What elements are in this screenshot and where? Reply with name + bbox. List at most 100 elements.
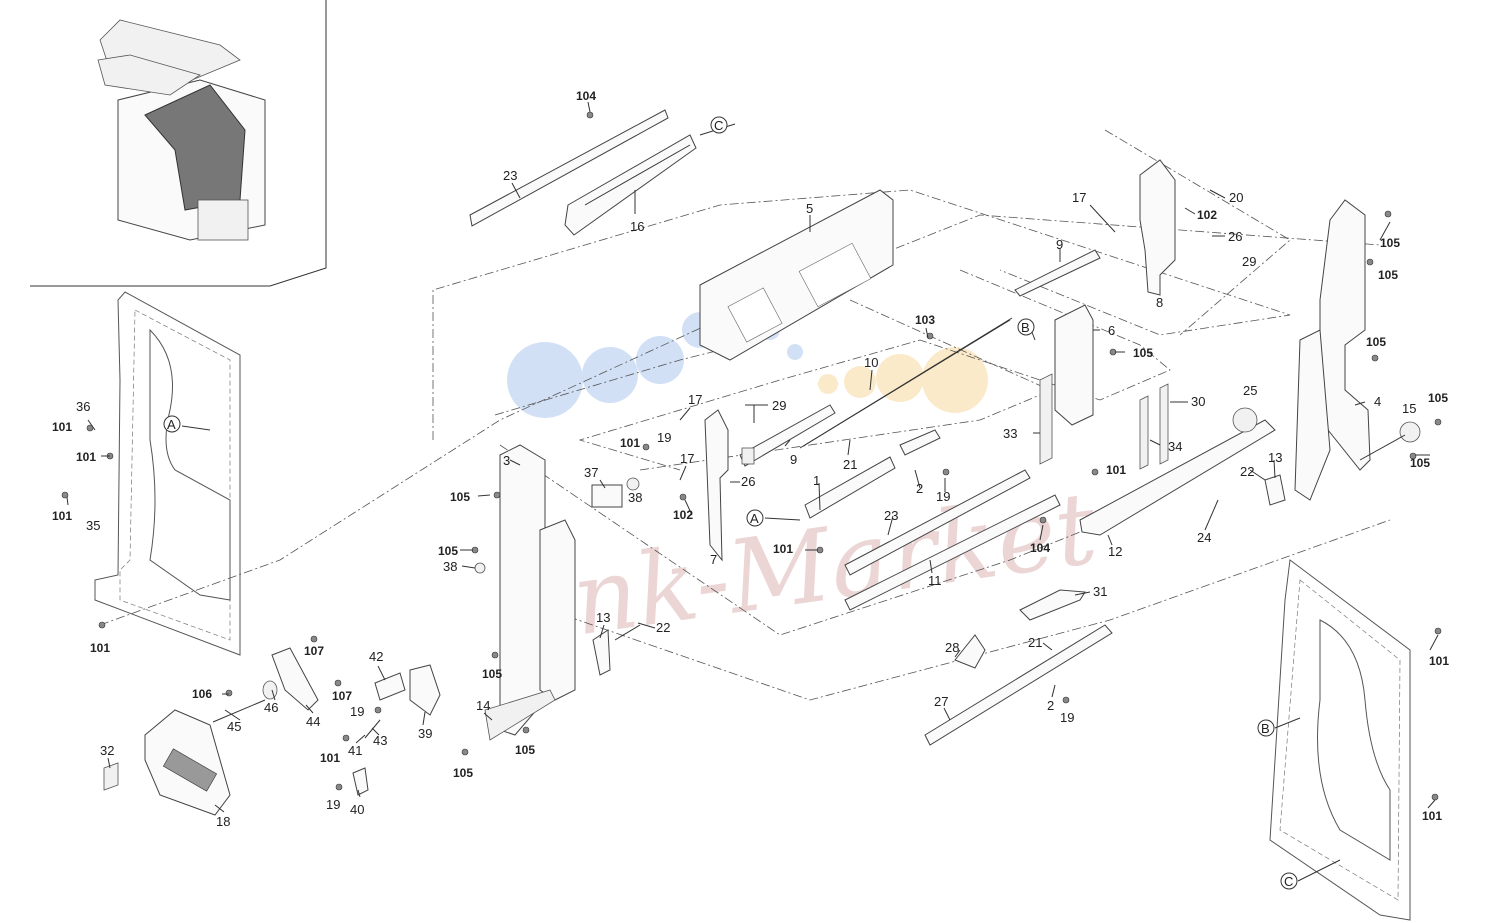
label-101: 101 bbox=[1106, 463, 1126, 477]
part-37-bracket bbox=[474, 477, 640, 574]
screws bbox=[61, 111, 1442, 801]
label-105: 105 bbox=[1133, 346, 1153, 360]
label-1: 1 bbox=[813, 473, 820, 488]
callout-A-mid: A bbox=[746, 509, 764, 527]
label-28: 28 bbox=[945, 640, 959, 655]
label-38: 38 bbox=[628, 490, 642, 505]
label-101: 101 bbox=[320, 751, 340, 765]
label-17: 17 bbox=[688, 392, 702, 407]
lower-rail-parts bbox=[924, 589, 1113, 746]
label-44: 44 bbox=[306, 714, 320, 729]
callout-A-left: A bbox=[163, 415, 181, 433]
label-6: 6 bbox=[1108, 323, 1115, 338]
label-11: 11 bbox=[928, 573, 942, 588]
label-3: 3 bbox=[503, 453, 510, 468]
label-22: 22 bbox=[1240, 464, 1254, 479]
label-4: 4 bbox=[1374, 394, 1381, 409]
label-20: 20 bbox=[1229, 190, 1243, 205]
label-31: 31 bbox=[1093, 584, 1107, 599]
label-9: 9 bbox=[1056, 237, 1063, 252]
label-15: 15 bbox=[1402, 401, 1416, 416]
label-19: 19 bbox=[326, 797, 340, 812]
label-5: 5 bbox=[806, 201, 813, 216]
label-2: 2 bbox=[916, 481, 923, 496]
label-23: 23 bbox=[884, 508, 898, 523]
label-29: 29 bbox=[772, 398, 786, 413]
label-21: 21 bbox=[843, 457, 857, 472]
label-36: 36 bbox=[76, 399, 90, 414]
label-105: 105 bbox=[453, 766, 473, 780]
shafts bbox=[799, 249, 1101, 449]
part-12-rail bbox=[1079, 407, 1276, 536]
label-30: 30 bbox=[1191, 394, 1205, 409]
label-104: 104 bbox=[1030, 541, 1050, 555]
label-2: 2 bbox=[1047, 698, 1054, 713]
label-25: 25 bbox=[1243, 383, 1257, 398]
part-8-guide bbox=[1139, 159, 1176, 296]
part-labels: 104 23 16 5 17 20 102 26 29 8 9 105 105 … bbox=[52, 89, 1449, 829]
label-35: 35 bbox=[86, 518, 100, 533]
label-8: 8 bbox=[1156, 295, 1163, 310]
callout-B-right: B bbox=[1257, 719, 1275, 737]
part-9-lower bbox=[739, 404, 836, 467]
label-23: 23 bbox=[503, 168, 517, 183]
assembly-lines bbox=[99, 129, 1391, 701]
callout-C-right: C bbox=[1280, 872, 1298, 890]
part-3-frame bbox=[484, 444, 576, 741]
label-29: 29 bbox=[1242, 254, 1256, 269]
label-107: 107 bbox=[304, 644, 324, 658]
label-34: 34 bbox=[1168, 439, 1182, 454]
right-frame bbox=[1269, 559, 1411, 921]
label-19: 19 bbox=[657, 430, 671, 445]
label-104: 104 bbox=[576, 89, 596, 103]
label-46: 46 bbox=[264, 700, 278, 715]
label-105: 105 bbox=[1378, 268, 1398, 282]
label-38: 38 bbox=[443, 559, 457, 574]
label-102: 102 bbox=[673, 508, 693, 522]
label-12: 12 bbox=[1108, 544, 1122, 559]
label-105: 105 bbox=[450, 490, 470, 504]
label-26: 26 bbox=[1228, 229, 1242, 244]
drive-assembly bbox=[103, 647, 319, 816]
label-45: 45 bbox=[227, 719, 241, 734]
part-4-frame bbox=[1294, 199, 1421, 501]
label-105: 105 bbox=[438, 544, 458, 558]
label-16: 16 bbox=[630, 219, 644, 234]
label-21: 21 bbox=[1028, 635, 1042, 650]
rails-1-23-11 bbox=[804, 429, 1061, 611]
panels-6-33-30-34 bbox=[1039, 304, 1169, 470]
label-103: 103 bbox=[915, 313, 935, 327]
label-101: 101 bbox=[1422, 809, 1442, 823]
label-42: 42 bbox=[369, 649, 383, 664]
label-22: 22 bbox=[656, 620, 670, 635]
label-101: 101 bbox=[1429, 654, 1449, 668]
left-frame bbox=[94, 291, 241, 656]
inset-frame bbox=[30, 0, 327, 287]
label-17: 17 bbox=[680, 451, 694, 466]
label-13: 13 bbox=[596, 610, 610, 625]
label-106: 106 bbox=[192, 687, 212, 701]
label-105: 105 bbox=[1410, 456, 1430, 470]
label-102: 102 bbox=[1197, 208, 1217, 222]
label-101: 101 bbox=[773, 542, 793, 556]
svg-text:A: A bbox=[167, 417, 176, 432]
label-101: 101 bbox=[76, 450, 96, 464]
svg-text:B: B bbox=[1261, 721, 1270, 736]
svg-text:C: C bbox=[714, 118, 723, 133]
label-101: 101 bbox=[90, 641, 110, 655]
label-105: 105 bbox=[1366, 335, 1386, 349]
svg-text:B: B bbox=[1021, 320, 1030, 335]
label-105: 105 bbox=[1428, 391, 1448, 405]
label-101: 101 bbox=[52, 509, 72, 523]
label-17: 17 bbox=[1072, 190, 1086, 205]
label-19: 19 bbox=[936, 489, 950, 504]
part-7-guide bbox=[704, 409, 729, 562]
label-105: 105 bbox=[482, 667, 502, 681]
label-40: 40 bbox=[350, 802, 364, 817]
label-37: 37 bbox=[584, 465, 598, 480]
label-14: 14 bbox=[476, 698, 490, 713]
label-19: 19 bbox=[1060, 710, 1074, 725]
label-107: 107 bbox=[332, 689, 352, 703]
label-105: 105 bbox=[515, 743, 535, 757]
